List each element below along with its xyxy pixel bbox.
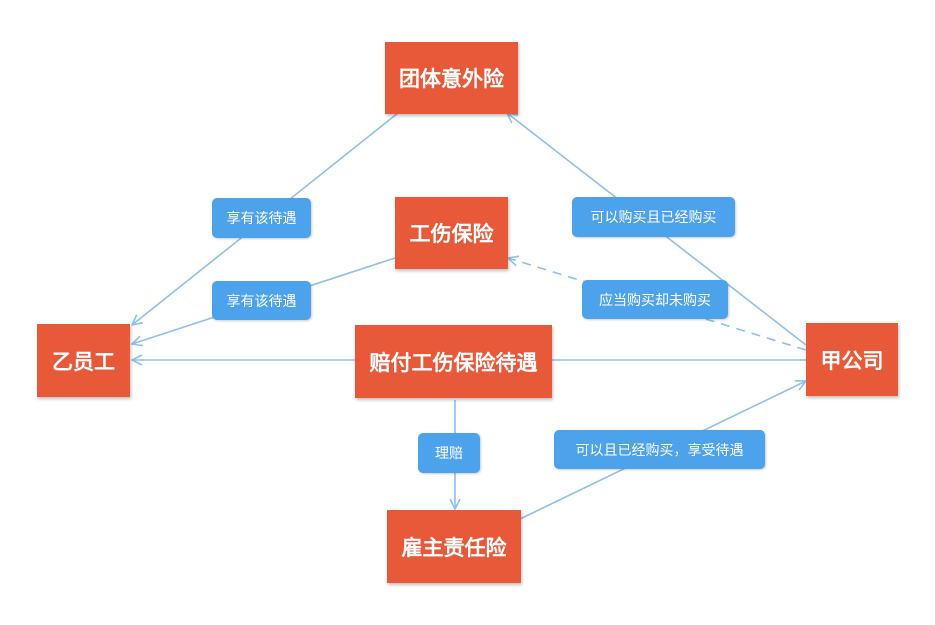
node-employee-b: 乙员工 — [37, 324, 130, 397]
node-work-injury-insurance: 工伤保险 — [395, 197, 508, 269]
node-injury-compensation: 赔付工伤保险待遇 — [355, 325, 552, 398]
label-can-buy-enjoy-treatment: 可以且已经购买，享受待遇 — [554, 430, 765, 469]
edge-company-to-work-injury-dashed — [508, 258, 807, 351]
label-claim: 理赔 — [418, 433, 480, 473]
node-group-accident-insurance: 团体意外险 — [385, 42, 518, 114]
node-company-a: 甲公司 — [806, 323, 898, 396]
label-enjoy-treatment-group: 享有该待遇 — [212, 198, 311, 238]
node-employer-liability-insurance: 雇主责任险 — [387, 510, 521, 583]
label-should-buy-not-bought: 应当购买却未购买 — [582, 280, 728, 319]
label-can-buy-already-bought: 可以购买且已经购买 — [572, 197, 735, 237]
label-enjoy-treatment-injury: 享有该待遇 — [212, 281, 311, 320]
